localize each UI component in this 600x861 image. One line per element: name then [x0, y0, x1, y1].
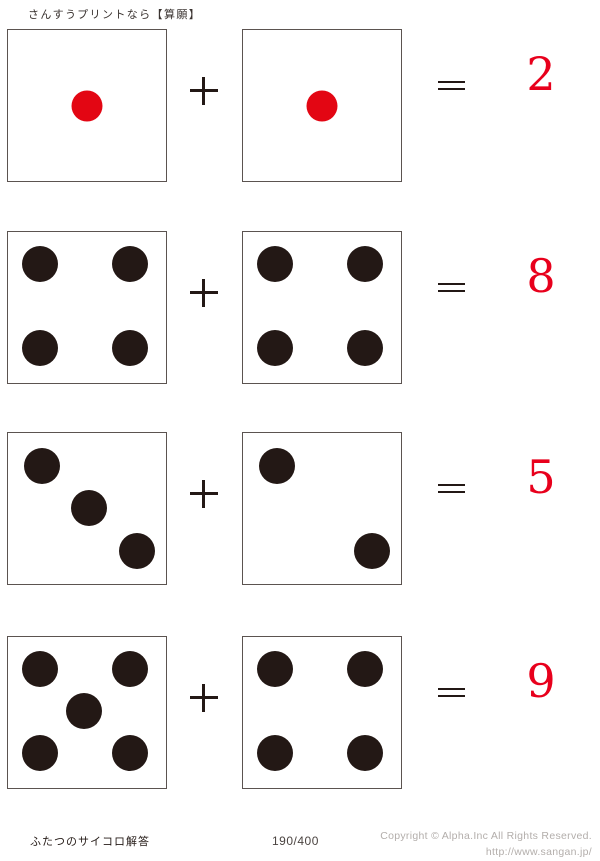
die-pip	[347, 330, 384, 367]
die-pip	[347, 735, 384, 772]
die-pip	[112, 735, 149, 772]
plus-icon	[190, 684, 218, 712]
die-right	[242, 29, 402, 182]
problem-row: 8	[0, 231, 600, 386]
die-pip	[257, 245, 294, 282]
die-pip	[306, 90, 338, 121]
answer-value: 5	[526, 450, 556, 504]
die-pip	[257, 735, 294, 772]
die-right	[242, 432, 402, 585]
equals-icon	[438, 688, 465, 700]
die-pip	[258, 448, 295, 485]
equals-icon	[438, 81, 465, 93]
answer-value: 8	[526, 249, 556, 303]
die-pip	[22, 330, 59, 367]
die-pip	[347, 650, 384, 687]
die-pip	[22, 735, 59, 772]
footer-copyright-block: Copyright © Alpha.Inc All Rights Reserve…	[380, 828, 592, 861]
die-left	[7, 636, 167, 789]
copyright-text: Copyright © Alpha.Inc All Rights Reserve…	[380, 830, 592, 842]
die-pip	[23, 448, 60, 485]
die-left	[7, 29, 167, 182]
die-pip	[66, 692, 103, 729]
equals-icon	[438, 484, 465, 496]
die-pip	[257, 650, 294, 687]
die-pip	[112, 330, 149, 367]
die-pip	[353, 532, 390, 569]
die-pip	[347, 245, 384, 282]
die-pip	[257, 330, 294, 367]
plus-icon	[190, 279, 218, 307]
die-pip	[71, 90, 103, 121]
problem-row: 2	[0, 29, 600, 184]
footer-page-number: 190/400	[272, 834, 319, 848]
die-right	[242, 231, 402, 384]
equals-icon	[438, 283, 465, 295]
footer-url[interactable]: http://www.sangan.jp/	[485, 846, 592, 859]
page-header-title: さんすうプリントなら【算願】	[28, 9, 202, 21]
answer-value: 9	[526, 654, 556, 708]
problem-row: 5	[0, 432, 600, 587]
answer-value: 2	[526, 47, 556, 101]
die-pip	[22, 650, 59, 687]
die-left	[7, 432, 167, 585]
die-pip	[22, 245, 59, 282]
problem-row: 9	[0, 636, 600, 791]
die-pip	[118, 532, 155, 569]
die-left	[7, 231, 167, 384]
die-pip	[112, 245, 149, 282]
die-pip	[71, 490, 108, 527]
plus-icon	[190, 480, 218, 508]
die-pip	[112, 650, 149, 687]
plus-icon	[190, 77, 218, 105]
die-right	[242, 636, 402, 789]
footer-worksheet-title: ふたつのサイコロ解答	[30, 836, 150, 848]
